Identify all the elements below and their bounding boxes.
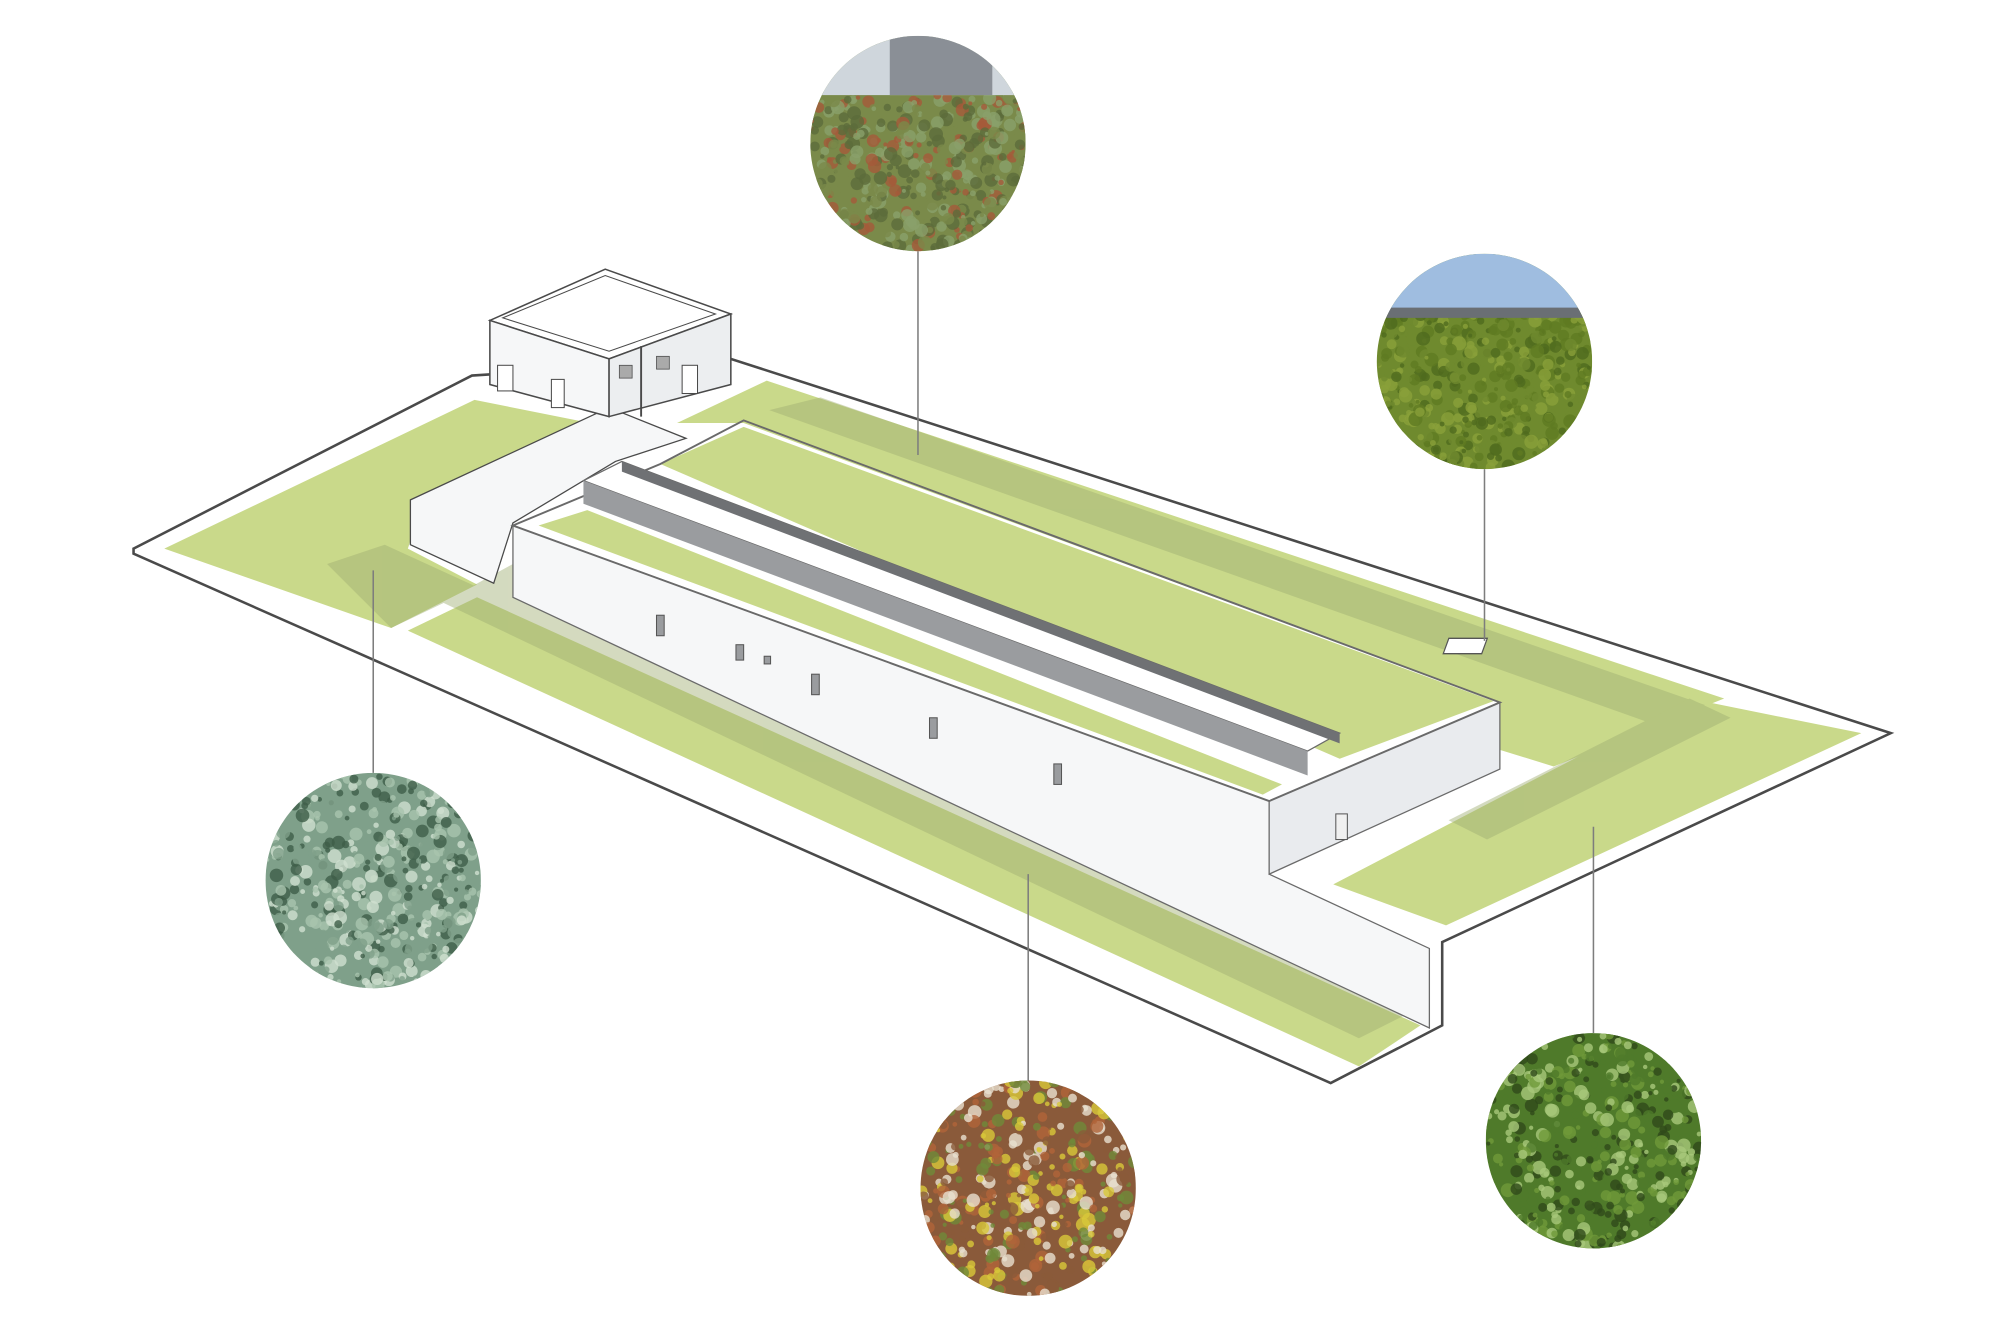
leader-lines — [372, 251, 1595, 1081]
building-windows — [655, 614, 1348, 841]
photo-callouts — [265, 35, 1702, 1296]
green-area-front — [407, 597, 1421, 1067]
stair-tower — [487, 268, 734, 418]
roof-hatch — [1442, 637, 1489, 655]
photo-sedum-meadow-with-buildings — [810, 35, 1026, 252]
photo-building — [889, 35, 993, 96]
green-area-right — [1333, 698, 1862, 926]
photo-dense-green-foliage — [1485, 1033, 1702, 1249]
green-area-back — [677, 380, 1725, 767]
green-area-front-ledge — [538, 510, 1282, 795]
green-roof-areas — [164, 380, 1862, 1067]
photo-lawn-with-horizon — [1376, 253, 1593, 470]
skylight-shadow — [621, 461, 1340, 744]
green-area-left — [164, 399, 603, 629]
photo-building — [1376, 307, 1593, 318]
green-area-main-roof — [660, 426, 1494, 759]
skylight-side — [583, 480, 1308, 776]
photo-sky — [1376, 253, 1593, 313]
photo-sedum-closeup — [265, 772, 481, 989]
photo-flowering-sedum-mix — [920, 1080, 1136, 1296]
